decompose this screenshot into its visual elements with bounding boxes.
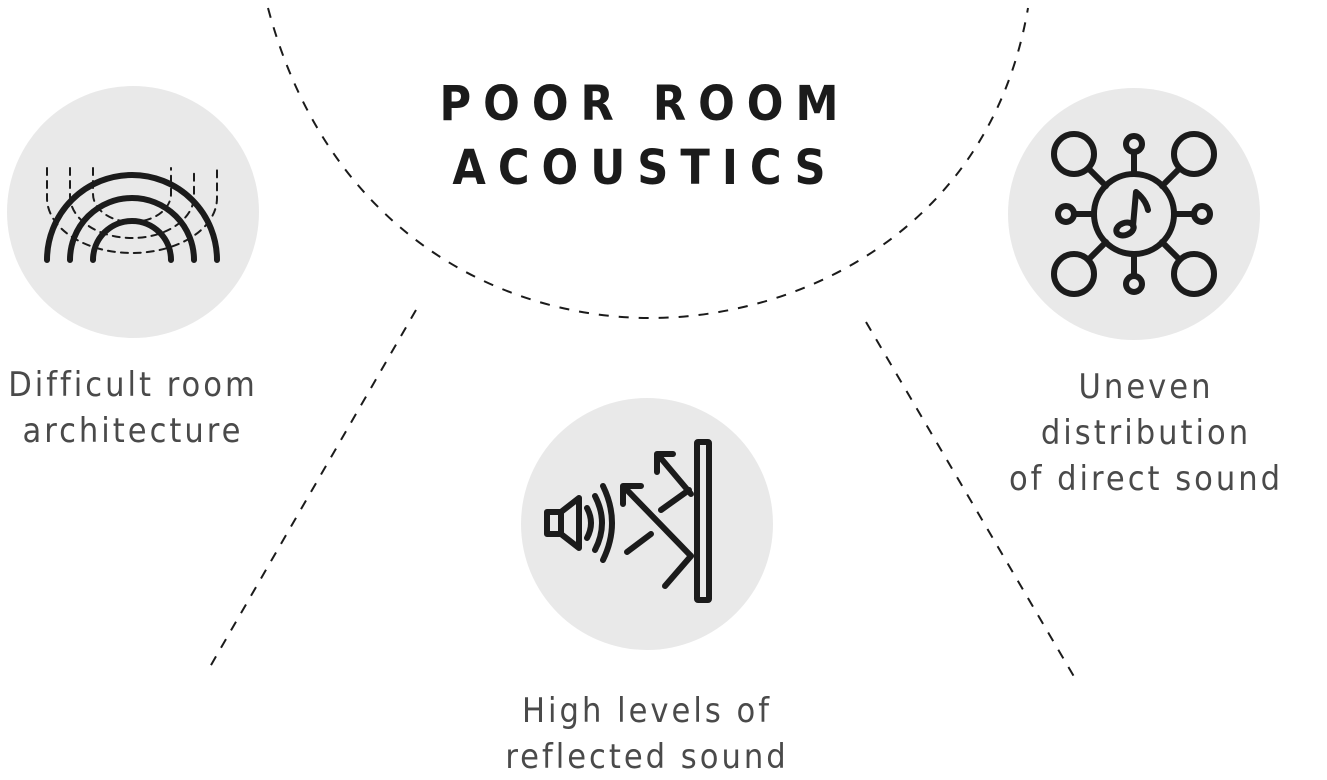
label-distribution: Uneven distribution of direct sound xyxy=(968,364,1324,502)
icon-circle-distribution xyxy=(1008,88,1260,340)
speaker-reflection-icon xyxy=(544,439,712,603)
dashed-semicircle xyxy=(267,7,1029,320)
label-architecture-line-1: Difficult room xyxy=(8,365,258,405)
title-line-1: POOR ROOM xyxy=(439,76,851,132)
label-reflection: High levels of reflected sound xyxy=(490,688,804,780)
diagram-title: POOR ROOM ACOUSTICS xyxy=(430,72,860,200)
label-reflection-line-1: High levels of xyxy=(522,691,772,731)
sound-arches-icon xyxy=(44,167,220,263)
icon-circle-reflection xyxy=(521,398,773,650)
label-distribution-line-2: of direct sound xyxy=(1008,459,1284,499)
dashed-line-left xyxy=(206,309,417,673)
icon-circle-architecture xyxy=(7,86,259,338)
label-architecture: Difficult room architecture xyxy=(0,362,266,454)
dashed-line-right xyxy=(865,321,1077,681)
title-line-2: ACOUSTICS xyxy=(452,140,838,196)
label-architecture-line-2: architecture xyxy=(22,411,244,451)
label-reflection-line-2: reflected sound xyxy=(505,737,789,777)
label-distribution-line-1: Uneven distribution xyxy=(1040,367,1252,453)
music-network-icon xyxy=(1051,131,1217,297)
